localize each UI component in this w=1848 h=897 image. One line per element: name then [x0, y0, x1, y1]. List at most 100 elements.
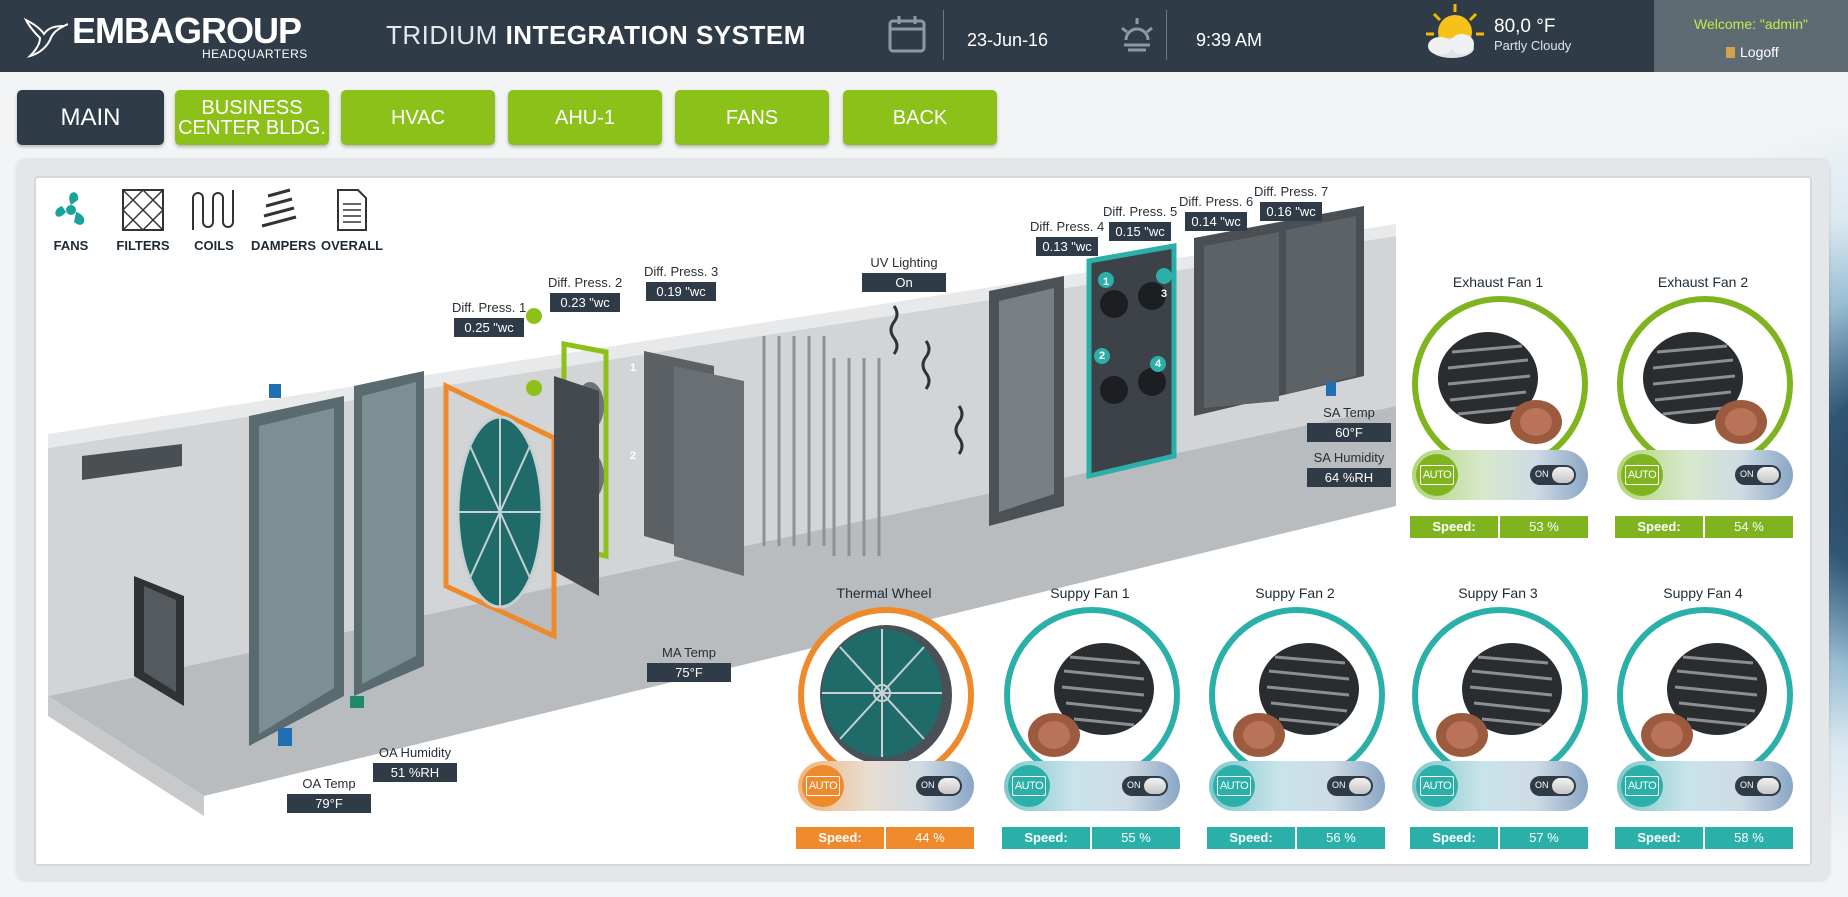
- sensor-diff-press-3[interactable]: Diff. Press. 3 0.19 "wc: [644, 264, 718, 301]
- nav-fans-button[interactable]: FANS: [675, 90, 829, 145]
- door-icon: [1726, 47, 1735, 58]
- sensor-oa-humidity[interactable]: OA Humidity 51 %RH: [373, 745, 457, 782]
- logoff-link[interactable]: Logoff: [1726, 44, 1779, 60]
- toggle-knob: [1757, 467, 1779, 483]
- auto-mode-button[interactable]: AUTO: [1621, 454, 1663, 496]
- sensor-sa-humidity[interactable]: SA Humidity 64 %RH: [1307, 450, 1391, 487]
- fan-card-supply-1[interactable]: Suppy Fan 1 AUTO ON Speed: 55 %: [998, 585, 1182, 871]
- on-off-toggle[interactable]: ON: [1530, 776, 1576, 796]
- on-label: ON: [1740, 780, 1754, 790]
- speed-label: Speed:: [1207, 827, 1295, 849]
- blower-fan-icon: [1028, 643, 1154, 757]
- fan-control-bar: AUTO ON: [1412, 761, 1588, 811]
- sensor-value: 0.13 "wc: [1036, 237, 1098, 256]
- date-display: 23-Jun-16: [967, 30, 1049, 50]
- sensor-diff-press-5[interactable]: Diff. Press. 5 0.15 "wc: [1103, 204, 1177, 241]
- sensor-label: UV Lighting: [870, 255, 938, 270]
- nav-ahu1-button[interactable]: AHU-1: [508, 90, 662, 145]
- sensor-diff-press-7[interactable]: Diff. Press. 7 0.16 "wc: [1254, 184, 1328, 221]
- app-title: TRIDIUM INTEGRATION SYSTEM: [386, 20, 806, 51]
- on-off-toggle[interactable]: ON: [1530, 465, 1576, 485]
- app-title-light: TRIDIUM: [386, 20, 498, 50]
- auto-mode-button[interactable]: AUTO: [1008, 765, 1050, 807]
- blower-fan-icon: [1233, 643, 1359, 757]
- auto-label: AUTO: [1624, 465, 1660, 485]
- sensor-value: 64 %RH: [1307, 468, 1391, 487]
- tool-coils-label: COILS: [194, 238, 234, 253]
- nav-hvac-button[interactable]: HVAC: [341, 90, 495, 145]
- tool-filters[interactable]: FILTERS: [113, 186, 173, 253]
- sensor-ma-temp[interactable]: MA Temp 75°F: [647, 645, 731, 682]
- sensor-diff-press-1[interactable]: Diff. Press. 1 0.25 "wc: [452, 300, 526, 337]
- fan-name: Suppy Fan 1: [1050, 585, 1130, 601]
- fan-card-exhaust-1[interactable]: Exhaust Fan 1 AUTO ON Speed: 53 %: [1406, 274, 1590, 560]
- nav-back-button[interactable]: BACK: [843, 90, 997, 145]
- fan-name: Thermal Wheel: [836, 585, 932, 601]
- tool-fans-label: FANS: [53, 238, 89, 253]
- fan-name: Exhaust Fan 2: [1657, 274, 1749, 290]
- sensor-value: 51 %RH: [373, 763, 457, 782]
- tool-dampers[interactable]: DAMPERS: [251, 186, 316, 253]
- sensor-label: Diff. Press. 3: [644, 264, 719, 279]
- sensor-label: OA Temp: [302, 776, 356, 791]
- auto-mode-button[interactable]: AUTO: [1416, 765, 1458, 807]
- sensor-diff-press-4[interactable]: Diff. Press. 4 0.13 "wc: [1030, 219, 1104, 256]
- auto-mode-button[interactable]: AUTO: [1213, 765, 1255, 807]
- on-label: ON: [1535, 780, 1549, 790]
- fan-card-thermal-wheel[interactable]: Thermal Wheel AUTO ON Speed: 44 %: [792, 585, 976, 871]
- toggle-knob: [938, 778, 960, 794]
- nav-main-button[interactable]: MAIN: [17, 90, 164, 145]
- fan-array-marker-4: 4: [1155, 358, 1162, 370]
- tool-coils[interactable]: COILS: [184, 186, 244, 253]
- auto-label: AUTO: [1011, 776, 1047, 796]
- on-label: ON: [1332, 780, 1346, 790]
- fan-control-bar: AUTO ON: [1617, 761, 1793, 811]
- auto-mode-button[interactable]: AUTO: [1621, 765, 1663, 807]
- filter-icon: [121, 188, 165, 232]
- sensor-value: 0.23 "wc: [550, 293, 621, 312]
- sensor-sa-temp[interactable]: SA Temp 60°F: [1307, 405, 1391, 442]
- tool-fans[interactable]: FANS: [41, 186, 101, 253]
- auto-label: AUTO: [1419, 776, 1455, 796]
- auto-label: AUTO: [805, 776, 841, 796]
- on-off-toggle[interactable]: ON: [916, 776, 962, 796]
- sensor-diff-press-2[interactable]: Diff. Press. 2 0.23 "wc: [548, 275, 622, 312]
- fan-card-supply-2[interactable]: Suppy Fan 2 AUTO ON Speed: 56 %: [1203, 585, 1387, 871]
- tool-overall-label: OVERALL: [321, 238, 384, 253]
- on-off-toggle[interactable]: ON: [1735, 465, 1781, 485]
- fan-card-supply-4[interactable]: Suppy Fan 4 AUTO ON Speed: 58 %: [1611, 585, 1795, 871]
- on-off-toggle[interactable]: ON: [1327, 776, 1373, 796]
- tool-overall[interactable]: OVERALL: [321, 186, 384, 253]
- sensor-value: On: [862, 273, 946, 292]
- auto-label: AUTO: [1216, 776, 1252, 796]
- sensor-oa-temp[interactable]: OA Temp 79°F: [287, 776, 371, 813]
- speed-value: 54 %: [1705, 516, 1793, 538]
- on-off-toggle[interactable]: ON: [1122, 776, 1168, 796]
- filter-bank: [249, 371, 424, 746]
- document-icon: [337, 189, 367, 231]
- auto-label: AUTO: [1419, 465, 1455, 485]
- speed-value: 53 %: [1500, 516, 1588, 538]
- fan-image-ring: [1617, 607, 1793, 783]
- sensor-diff-press-6[interactable]: Diff. Press. 6 0.14 "wc: [1179, 194, 1253, 231]
- speed-label: Speed:: [1615, 827, 1703, 849]
- speed-label: Speed:: [1615, 516, 1703, 538]
- auto-mode-button[interactable]: AUTO: [1416, 454, 1458, 496]
- sensor-label: Diff. Press. 7: [1254, 184, 1329, 199]
- fan-name: Exhaust Fan 1: [1452, 274, 1544, 290]
- fan-array-marker-2: 2: [1099, 350, 1106, 362]
- fan-image-ring: [1209, 607, 1385, 783]
- sensor-label: Diff. Press. 2: [548, 275, 623, 290]
- fan-card-supply-3[interactable]: Suppy Fan 3 AUTO ON Speed: 57 %: [1406, 585, 1590, 871]
- sensor-uv-lighting[interactable]: UV Lighting On: [862, 255, 946, 292]
- on-off-toggle[interactable]: ON: [1735, 776, 1781, 796]
- speed-value: 44 %: [886, 827, 974, 849]
- fan-card-exhaust-2[interactable]: Exhaust Fan 2 AUTO ON Speed: 54 %: [1611, 274, 1795, 560]
- sensor-label: Diff. Press. 4: [1030, 219, 1105, 234]
- fan-speed-row: Speed: 53 %: [1410, 516, 1588, 538]
- sensor-label: Diff. Press. 5: [1103, 204, 1178, 219]
- fan-image-ring: [798, 607, 974, 783]
- auto-mode-button[interactable]: AUTO: [802, 765, 844, 807]
